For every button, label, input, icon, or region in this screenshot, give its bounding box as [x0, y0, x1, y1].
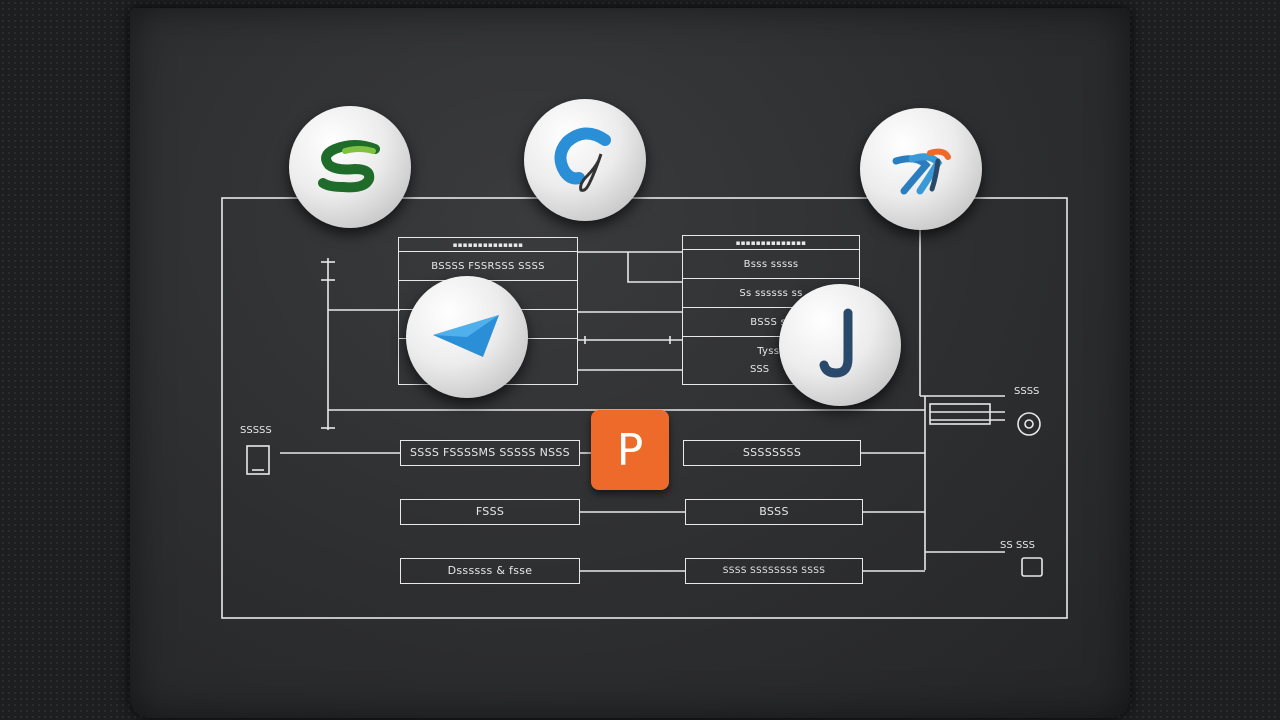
right-top-label: SSSS: [1014, 386, 1040, 397]
j-logo-icon: [819, 308, 853, 378]
right-table-row: Ss ssssss ss: [683, 279, 859, 308]
p-logo-badge: P: [591, 410, 669, 490]
right-table-row: Tysss: [757, 346, 785, 357]
right-bottom-label: SS SSS: [1000, 540, 1035, 551]
logo-ball-stripes: [860, 108, 982, 230]
port-icon: [1021, 557, 1043, 577]
right-table-last-row: SSS: [750, 364, 770, 375]
right-box-3: SSSS SSSSSSSS SSSS: [685, 558, 863, 584]
left-box-3: Dssssss & fsse: [400, 558, 580, 584]
device-icon: [246, 445, 270, 475]
stripes-logo-icon: [892, 148, 951, 195]
right-box-2: BSSS: [685, 499, 863, 525]
arrow-logo-icon: [433, 315, 499, 357]
right-table-row: Bsss sssss: [683, 250, 859, 279]
diagram-frame: [221, 197, 1068, 619]
logo-ball-s: [289, 106, 411, 228]
s-logo-icon: [318, 140, 380, 193]
left-table-row: BSSSS FSSRSSS SSSS: [399, 252, 577, 281]
target-icon: [1017, 412, 1041, 436]
left-box-2: FSSS: [400, 499, 580, 525]
right-table-row: ▪▪▪▪▪▪▪▪▪▪▪▪▪▪: [683, 236, 859, 250]
right-table: ▪▪▪▪▪▪▪▪▪▪▪▪▪▪ Bsss sssss Ss ssssss ss B…: [682, 235, 860, 385]
left-box-1: SSSS FSSSSMS SSSSS NSSS: [400, 440, 580, 466]
left-table-row: ▪▪▪▪▪▪▪▪▪▪▪▪▪▪: [399, 238, 577, 252]
left-device-label: SSSSS: [240, 425, 272, 436]
right-table-row: BSSS ss: [683, 308, 859, 337]
logo-ball-j: [779, 284, 901, 406]
loop-logo-icon: [554, 127, 611, 192]
logo-ball-arrow: [406, 276, 528, 398]
logo-ball-loop: [524, 99, 646, 221]
right-box-1: SSSSSSSS: [683, 440, 861, 466]
